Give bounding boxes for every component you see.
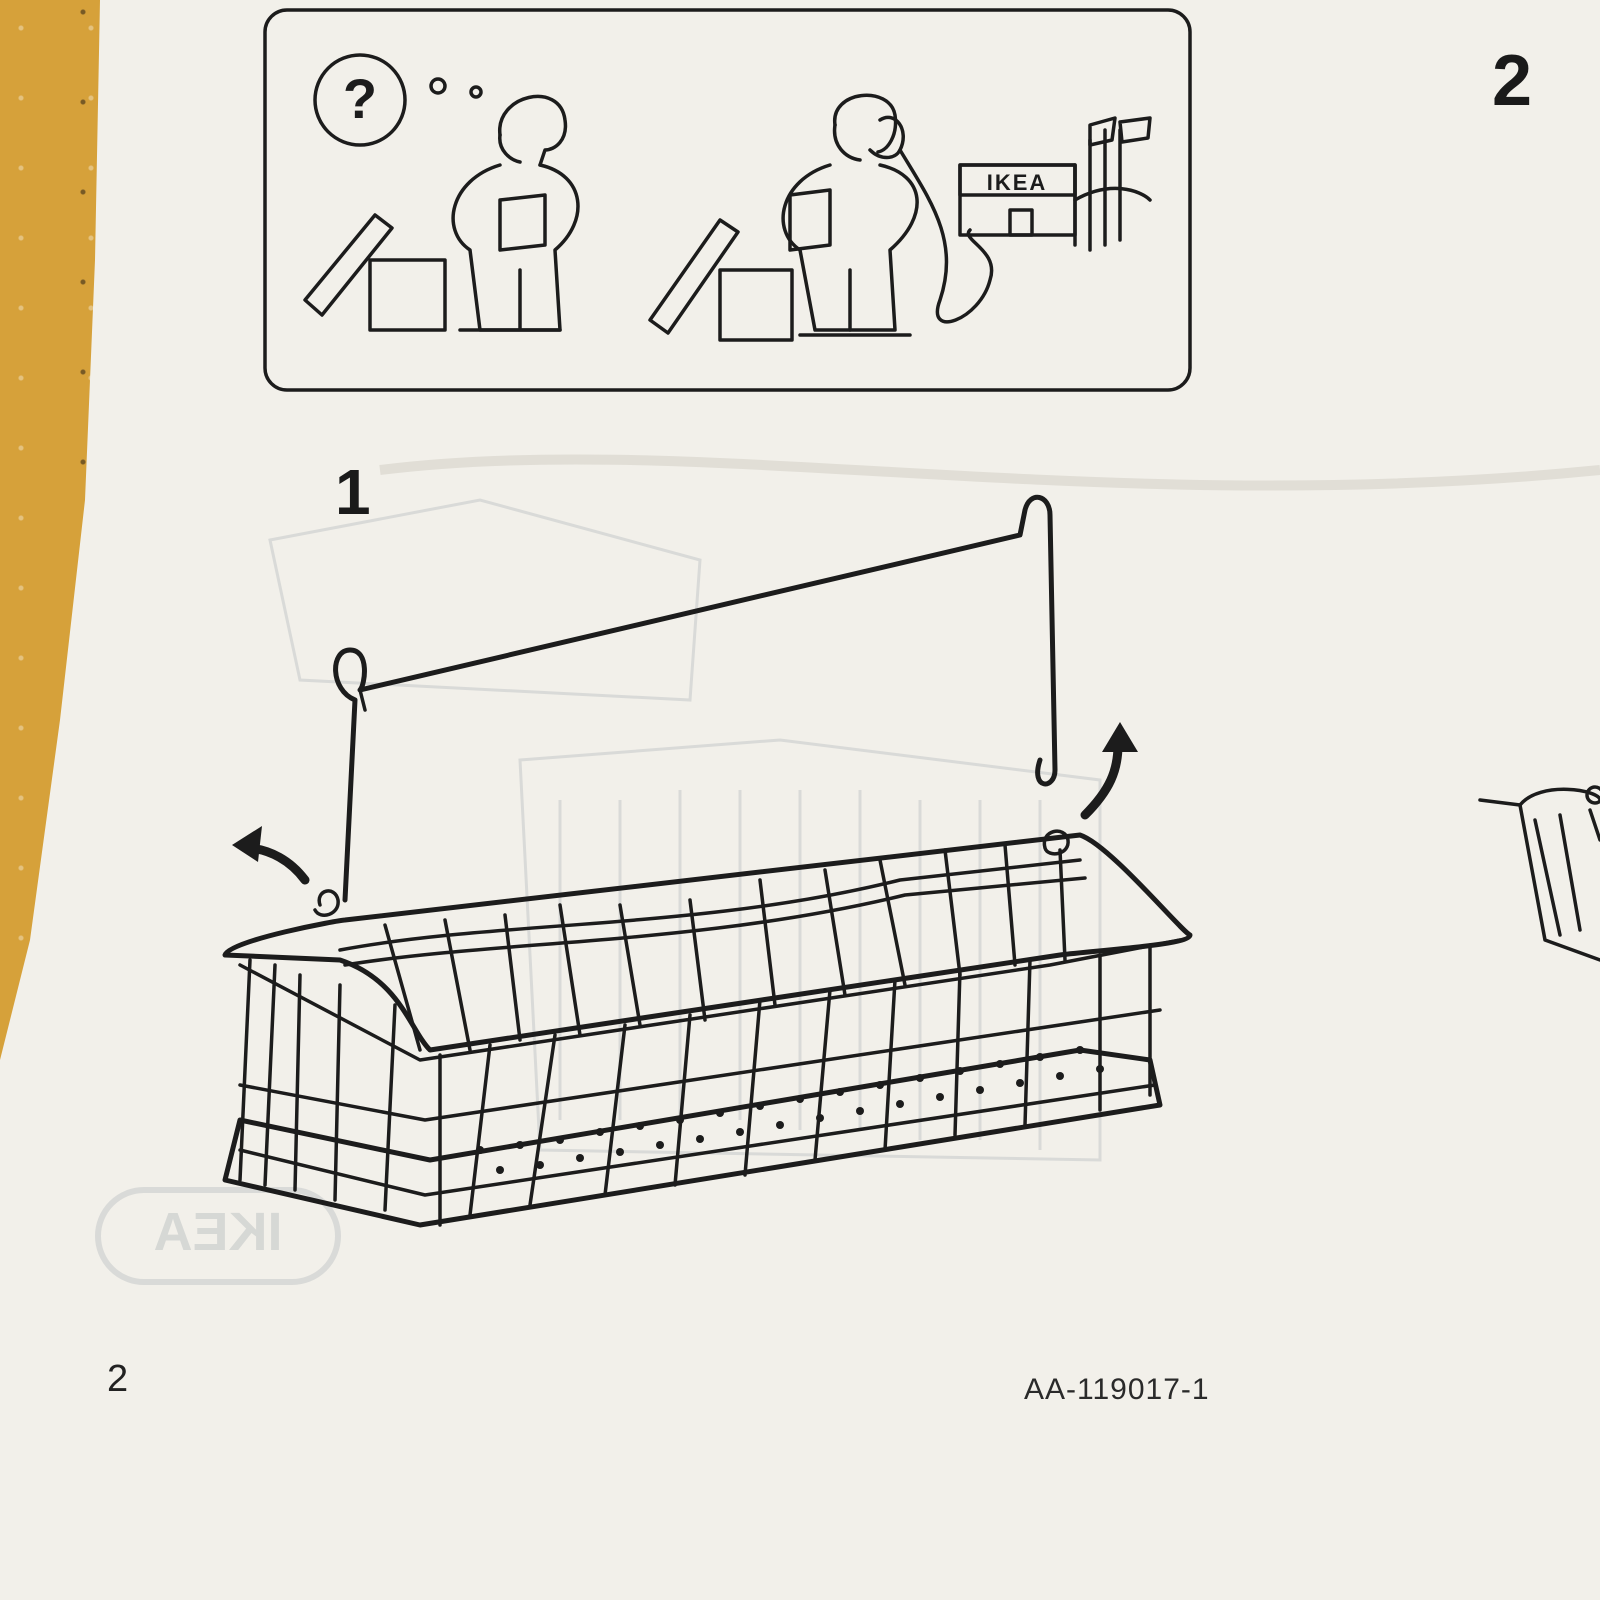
document-code: AA-119017-1 [1024,1373,1210,1406]
basket-floor-perforation [476,1046,1104,1174]
step-2-basket-partial [1478,785,1600,962]
page-number: 2 [107,1358,129,1400]
step-1-number: 1 [335,456,371,528]
help-question-mark: ? [343,67,377,130]
confused-person-icon: ? [303,53,580,332]
store-sign-text: IKEA [987,170,1048,195]
ghost-logo-text: IKEA [153,1202,282,1262]
curved-arrow-up-left-icon [232,826,310,885]
bleed-through-drawing: IKEA [95,498,1102,1285]
curved-arrow-up-right-icon [1080,722,1138,820]
step-2-number: 2 [1492,41,1533,121]
step-1-basket-illustration [222,495,1193,1228]
help-panel: ? I [263,8,1192,392]
phone-call-person-icon: IKEA [648,93,1152,342]
